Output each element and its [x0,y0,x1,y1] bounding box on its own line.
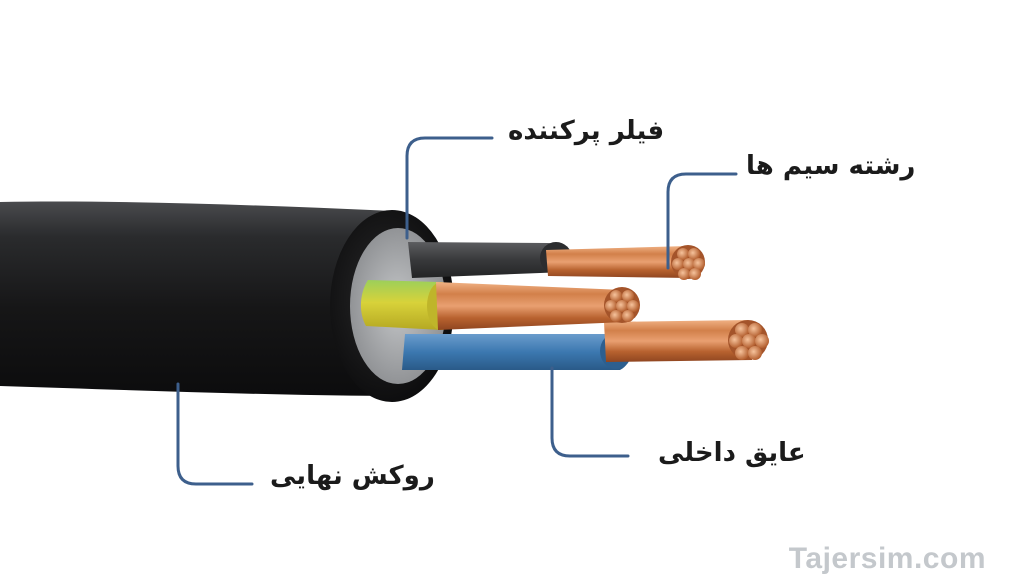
blue-core-strand-ends [728,320,769,360]
leader-line-jacket [176,382,254,486]
gray-core-strand-ends [671,245,705,280]
label-jacket: روکش نهایی [270,461,435,491]
leader-line-insulation [550,366,630,458]
label-strands: رشته سیم ها [746,151,916,181]
blue-core-strands [604,320,752,362]
leader-line-strands [666,172,738,270]
label-filler: فیلر پرکننده [508,116,665,146]
blue-core-insulation [402,334,630,370]
gray-core-insulation [408,242,569,278]
gray-core-strands [546,246,690,278]
earth-core-strands [436,282,626,330]
watermark: Tajersim.com [788,542,986,575]
cable-jacket [0,201,410,396]
leader-line-filler [405,136,494,240]
earth-core-strand-ends [604,287,640,323]
label-insulation: عایق داخلی [658,438,806,468]
